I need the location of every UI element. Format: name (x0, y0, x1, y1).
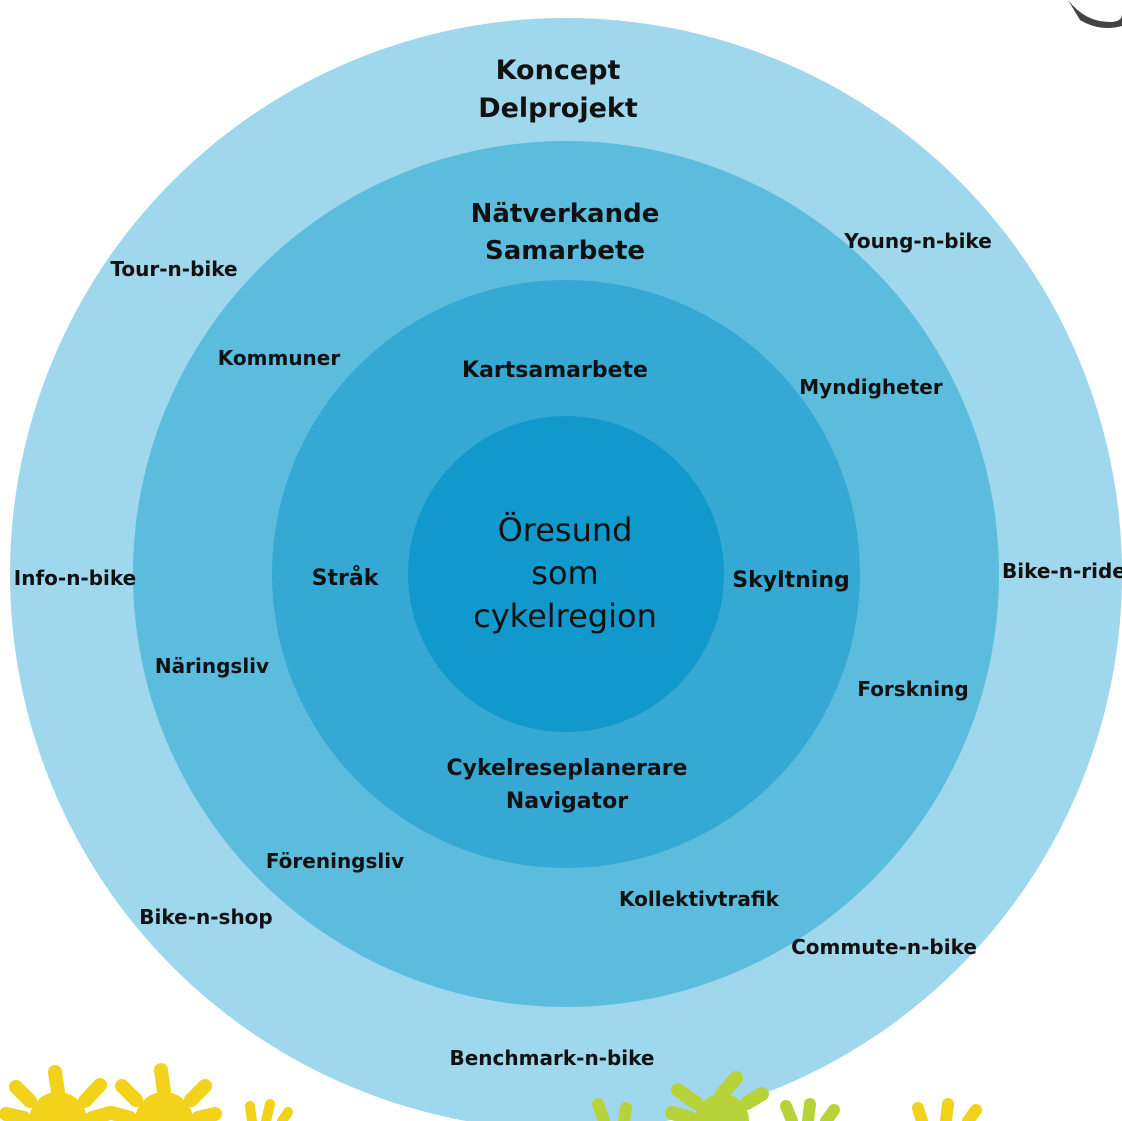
outer-ring-heading-2: Delprojekt (478, 93, 638, 124)
outer-item-info-n-bike: Info-n-bike (14, 566, 136, 590)
inner-item-strak: Stråk (312, 565, 380, 591)
outer-item-young-n-bike: Young-n-bike (843, 229, 992, 253)
middle-item-naringsliv: Näringsliv (155, 654, 269, 678)
middle-item-kommuner: Kommuner (218, 346, 341, 370)
middle-ring-heading-1: Nätverkande (471, 199, 660, 229)
outer-item-tour-n-bike: Tour-n-bike (110, 257, 237, 281)
core-circle (408, 416, 724, 732)
middle-item-kollektivtrafik: Kollektivtrafik (619, 887, 780, 911)
outer-item-commute-n-bike: Commute-n-bike (791, 935, 977, 959)
outer-ring-heading-1: Koncept (496, 55, 621, 86)
outer-item-bike-n-shop: Bike-n-shop (139, 905, 272, 929)
inner-item-cykelreseplanerare: Cykelreseplanerare (447, 756, 688, 781)
inner-item-kartsamarbete: Kartsamarbete (462, 358, 648, 383)
sun-icon (245, 1099, 293, 1121)
middle-item-myndigheter: Myndigheter (799, 375, 943, 399)
sun-icon (592, 1098, 632, 1121)
core-line-2: som (531, 554, 598, 592)
outer-item-bike-n-ride: Bike-n-ride (1002, 559, 1122, 583)
core-line-1: Öresund (498, 511, 633, 549)
core-line-3: cykelregion (473, 597, 657, 635)
sun-icon (780, 1098, 840, 1121)
middle-item-forskning: Forskning (857, 677, 968, 701)
sun-icon (0, 1065, 117, 1121)
inner-item-skyltning: Skyltning (732, 568, 850, 593)
sun-icon (912, 1098, 982, 1121)
sun-icon (105, 1063, 222, 1121)
middle-ring-heading-2: Samarbete (485, 236, 645, 266)
middle-item-foreningsliv: Föreningsliv (266, 849, 404, 873)
sun-icon (665, 1071, 769, 1121)
inner-item-navigator: Navigator (506, 789, 628, 814)
outer-item-benchmark-n-bike: Benchmark-n-bike (450, 1046, 655, 1070)
title-fragment (1068, 0, 1122, 28)
